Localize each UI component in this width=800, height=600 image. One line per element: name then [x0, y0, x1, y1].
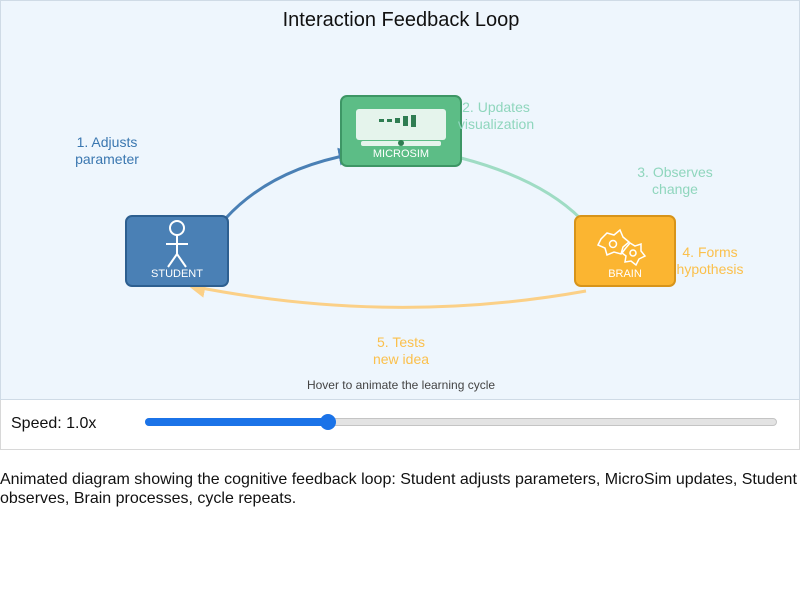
simulation-canvas[interactable]: Interaction Feedback Loop STUDENT — [0, 0, 800, 400]
svg-text:change: change — [652, 181, 698, 197]
controls-panel: Speed: 1.0x — [0, 400, 800, 450]
microsim-node[interactable]: MICROSIM — [340, 95, 462, 167]
svg-text:hypothesis: hypothesis — [677, 261, 744, 277]
svg-text:5. Tests: 5. Tests — [377, 334, 425, 350]
arrow-student-to-microsim — [224, 147, 357, 220]
student-node[interactable]: STUDENT — [125, 215, 229, 287]
brain-label: BRAIN — [608, 268, 642, 280]
arrow-brain-to-student — [187, 279, 587, 309]
svg-text:4. Forms: 4. Forms — [682, 244, 737, 260]
step-label-1: 1. Adjusts parameter — [75, 134, 139, 167]
microsim-label: MICROSIM — [373, 148, 429, 160]
brain-node-box — [574, 215, 676, 287]
speed-label: Speed: 1.0x — [11, 415, 97, 432]
step-label-3: 3. Observes change — [637, 164, 712, 197]
feedback-loop-diagram: STUDENT MICROSIM — [75, 95, 744, 367]
brain-node[interactable]: BRAIN — [574, 215, 676, 287]
neurons-icon — [596, 228, 647, 267]
diagram-title: Interaction Feedback Loop — [282, 9, 520, 31]
hover-hint: Hover to animate the learning cycle — [306, 378, 496, 392]
student-label: STUDENT — [151, 268, 203, 280]
monitor-icon — [356, 109, 446, 146]
step-label-2: 2. Updates visualization — [458, 99, 534, 132]
speed-slider-thumb[interactable] — [320, 414, 336, 430]
svg-text:3. Observes: 3. Observes — [637, 164, 712, 180]
svg-text:2. Updates: 2. Updates — [462, 99, 530, 115]
arrow-microsim-to-brain — [460, 156, 583, 221]
diagram-caption: Animated diagram showing the cognitive f… — [0, 471, 797, 507]
stick-figure-icon — [166, 220, 188, 268]
svg-text:parameter: parameter — [75, 151, 139, 167]
step-label-4: 4. Forms hypothesis — [677, 244, 744, 277]
svg-text:new idea: new idea — [373, 351, 429, 367]
svg-text:1. Adjusts: 1. Adjusts — [77, 134, 138, 150]
svg-text:visualization: visualization — [458, 116, 534, 132]
step-label-5: 5. Tests new idea — [373, 334, 429, 367]
speed-slider-fill — [145, 418, 328, 426]
